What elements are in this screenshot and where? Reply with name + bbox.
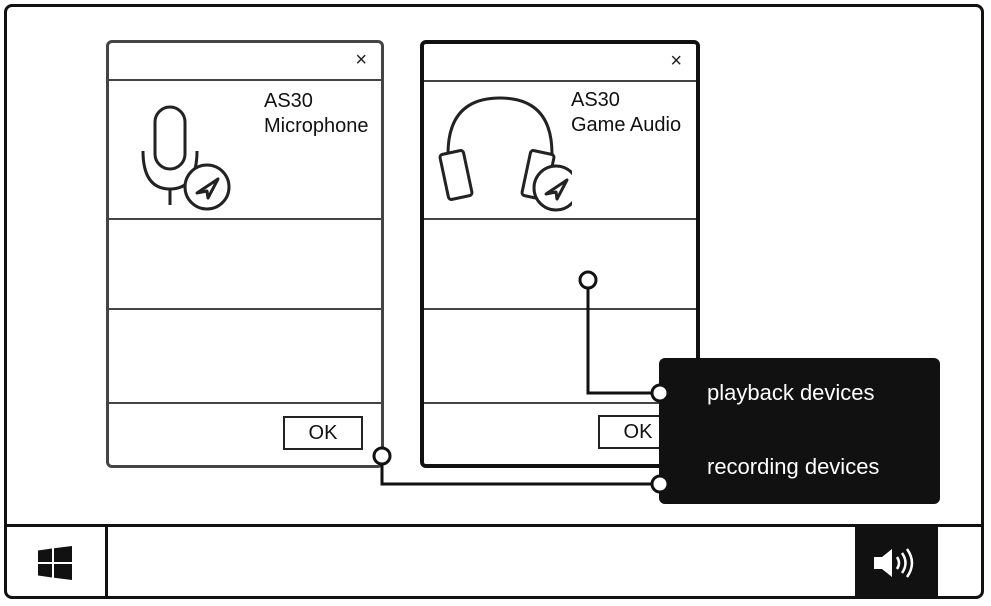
taskbar: [4, 524, 984, 599]
dialog-divider: [109, 308, 381, 310]
playback-anchor-dot: [578, 270, 598, 290]
microphone-icon: [141, 105, 231, 211]
dialog-divider: [109, 402, 381, 404]
device-name: AS30 Game Audio: [571, 88, 681, 138]
dialog-titlebar: ×: [109, 43, 381, 81]
device-name-type: Game Audio: [571, 114, 682, 136]
tray-separator: [935, 527, 938, 599]
device-name-model: AS30: [264, 90, 313, 112]
recording-device-dialog: × AS30 Microphone OK: [106, 40, 384, 468]
menu-item-playback-devices[interactable]: playback devices: [707, 380, 875, 405]
menu-item-recording-devices[interactable]: recording devices: [707, 454, 880, 479]
ok-button[interactable]: OK: [283, 416, 363, 450]
playback-connector: [586, 280, 660, 395]
playback-device-dialog: × AS30 Game Audio OK: [420, 40, 700, 468]
recording-connector: [380, 456, 660, 486]
device-name: AS30 Microphone: [264, 89, 369, 139]
volume-tray-button[interactable]: [855, 527, 935, 599]
device-name-type: Microphone: [264, 115, 369, 137]
device-name-model: AS30: [571, 89, 620, 111]
dialog-divider: [424, 402, 696, 404]
close-button[interactable]: ×: [355, 49, 367, 71]
sound-context-menu: playback devices recording devices: [659, 358, 940, 504]
close-button[interactable]: ×: [670, 50, 682, 72]
recording-anchor-dot: [372, 446, 392, 466]
start-button[interactable]: [4, 527, 108, 599]
dialog-titlebar: ×: [424, 44, 696, 82]
dialog-divider: [424, 308, 696, 310]
windows-logo-icon: [37, 546, 72, 580]
dialog-divider: [424, 218, 696, 220]
speaker-volume-icon: [874, 548, 914, 578]
headphones-icon: [438, 96, 572, 212]
dialog-divider: [109, 218, 381, 220]
